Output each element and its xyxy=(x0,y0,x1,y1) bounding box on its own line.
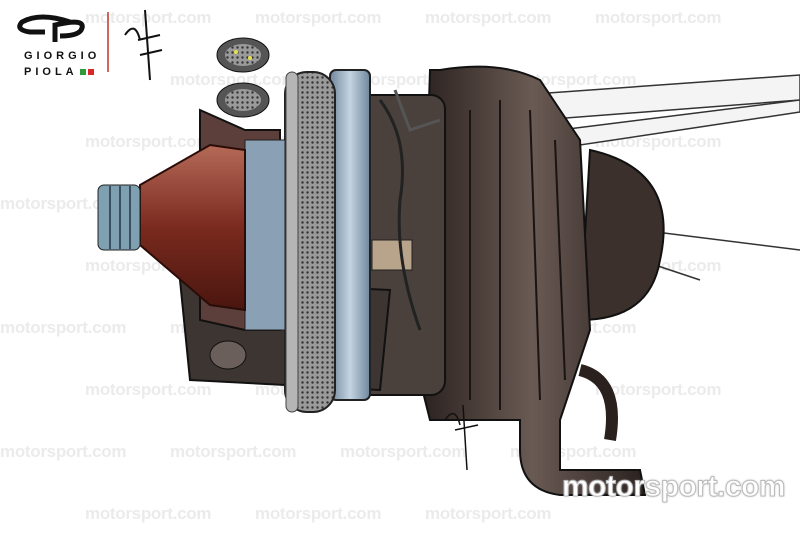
logo-line2: PIOLA xyxy=(24,66,94,78)
housing-port xyxy=(209,340,247,370)
giorgio-piola-logo-mark xyxy=(17,14,85,42)
cooling-hole-detail xyxy=(216,37,270,118)
wheel-hub xyxy=(97,108,286,331)
logo-line2-text: PIOLA xyxy=(24,66,78,78)
signature-small xyxy=(444,404,479,471)
logo-line1: GIORGIO xyxy=(24,50,101,62)
flag-green xyxy=(79,69,86,76)
giorgio-piola-logo: GIORGIO PIOLA xyxy=(10,8,160,88)
signature xyxy=(124,9,163,81)
flag-red xyxy=(87,69,94,76)
brake-disc xyxy=(284,71,336,413)
brand-watermark: motorsport.com xyxy=(561,470,786,504)
brake-duct xyxy=(418,65,665,496)
